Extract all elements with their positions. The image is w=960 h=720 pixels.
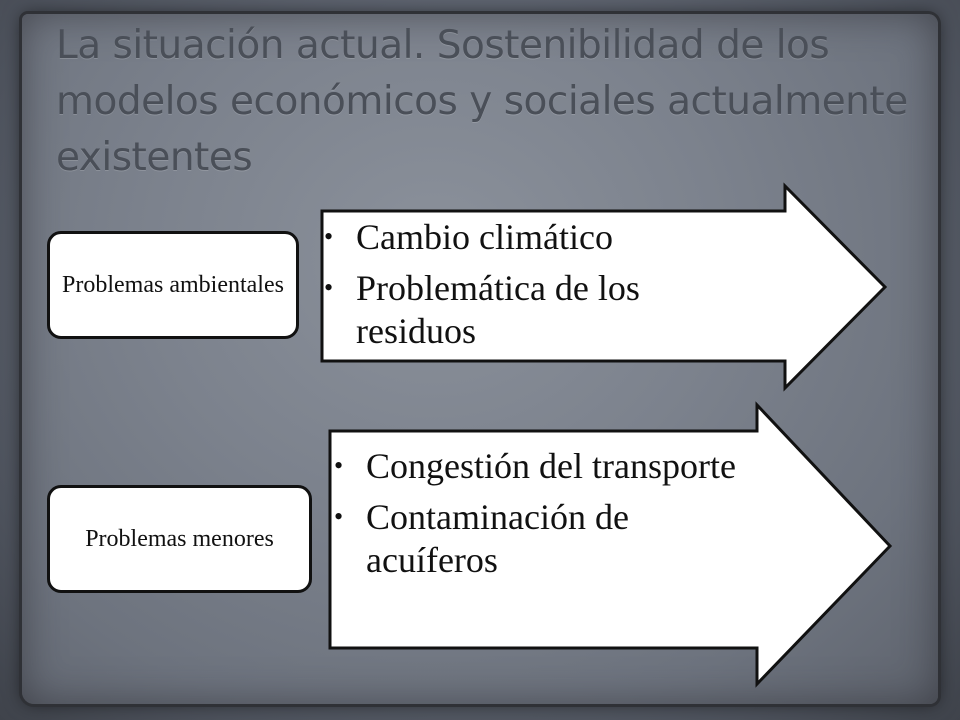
slide-title: La situación actual. Sostenibilidad de l…: [56, 23, 908, 180]
bullet-list-menores: Congestión del transporte Contaminación …: [332, 444, 752, 590]
bullet-item: Congestión del transporte: [332, 444, 752, 488]
group-label-menores: Problemas menores: [47, 485, 312, 593]
bullet-item: Cambio climático: [322, 215, 762, 259]
bullet-item: Contaminación de acuíferos: [332, 495, 752, 582]
bullet-item: Problemática de los residuos: [322, 266, 762, 353]
group-label-ambientales: Problemas ambientales: [47, 231, 299, 339]
bullet-list-ambientales: Cambio climático Problemática de los res…: [322, 215, 762, 361]
